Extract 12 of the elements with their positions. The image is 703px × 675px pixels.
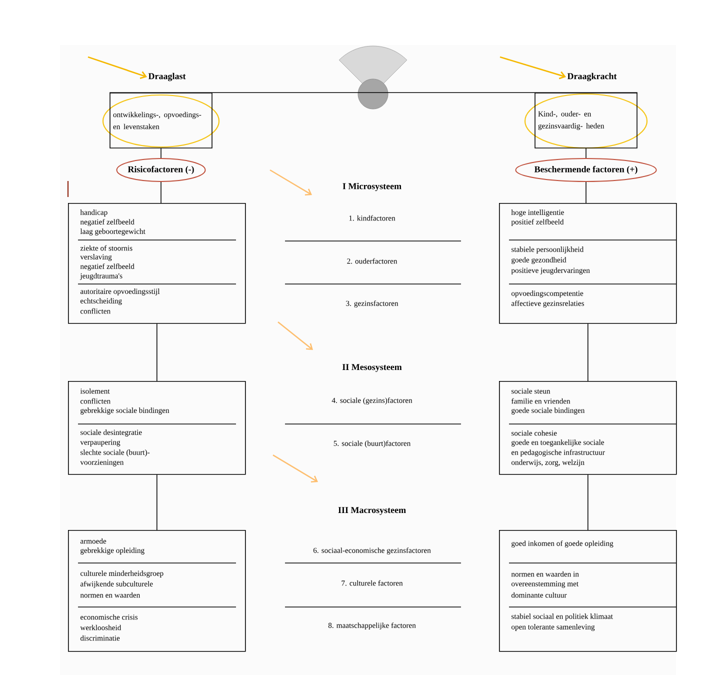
connector-line xyxy=(160,148,162,158)
connector-line xyxy=(156,474,158,530)
arrow xyxy=(500,56,566,80)
system-heading: I Microsysteem xyxy=(342,182,402,192)
arrow xyxy=(88,56,148,79)
heading: Draaglast xyxy=(148,72,186,82)
system-heading: III Macrosysteem xyxy=(338,507,406,515)
connector-line xyxy=(109,92,638,93)
system-heading: II Mesosysteem xyxy=(342,364,402,372)
connector-line xyxy=(160,182,162,204)
connector-line xyxy=(156,323,158,382)
heading: Draagkracht xyxy=(567,72,617,82)
